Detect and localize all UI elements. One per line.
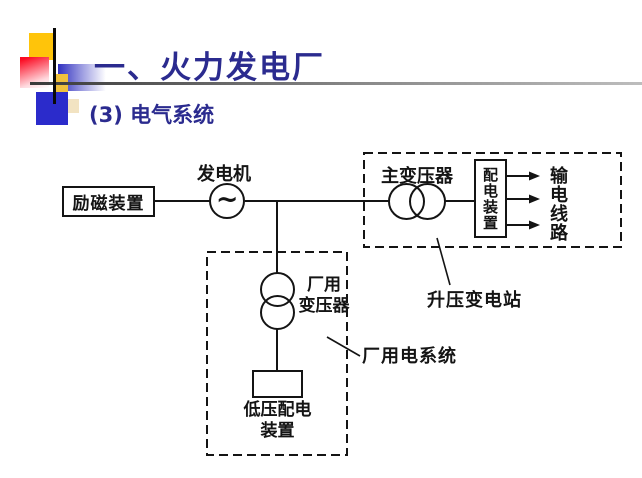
transmission-lines-label: 输电线路	[547, 166, 568, 242]
stepup-station-label: 升压变电站	[427, 290, 522, 311]
slide-subtitle: (3) 电气系统	[89, 103, 215, 127]
plant-transformer-label: 厂用 变压器	[297, 275, 351, 317]
decoration-vertical-line	[53, 28, 56, 104]
decoration-yellow-square	[29, 33, 56, 60]
lv-switchgear-label: 低压配电 装置	[234, 400, 321, 442]
slide-title: 一、火力发电厂	[94, 50, 325, 86]
plant-transformer-coil-bottom	[260, 295, 295, 330]
decoration-blue-square	[36, 92, 68, 125]
plant-transformer-label-line2: 变压器	[298, 296, 350, 316]
plant-transformer-label-line1: 厂用	[307, 275, 341, 295]
title-underline	[30, 82, 642, 85]
switchgear-box: 配电装置	[474, 159, 507, 238]
sine-wave-icon: ∼	[215, 183, 239, 215]
excitation-device-box: 励磁装置	[62, 186, 155, 217]
switchgear-label: 配电装置	[481, 166, 499, 231]
lv-switchgear-box	[252, 370, 303, 398]
generator-symbol: ∼	[209, 183, 245, 219]
main-transformer-label: 主变压器	[381, 166, 453, 187]
transmission-arrowhead-3	[529, 220, 540, 230]
excitation-device-label: 励磁装置	[72, 194, 145, 214]
lv-switchgear-label-line1: 低压配电	[243, 400, 312, 420]
stepup-substation-boundary	[363, 152, 622, 248]
decoration-cream-small-square	[66, 99, 79, 113]
plant-power-label: 厂用电系统	[362, 346, 457, 367]
generator-label: 发电机	[197, 164, 251, 185]
lv-switchgear-label-line2: 装置	[260, 421, 295, 441]
plant-power-label-leader-line	[326, 336, 361, 357]
transmission-arrowhead-2	[529, 194, 540, 204]
transmission-arrowhead-1	[529, 171, 540, 181]
main-transformer-coil-right	[409, 183, 446, 220]
stepup-label-leader-line	[436, 237, 451, 286]
